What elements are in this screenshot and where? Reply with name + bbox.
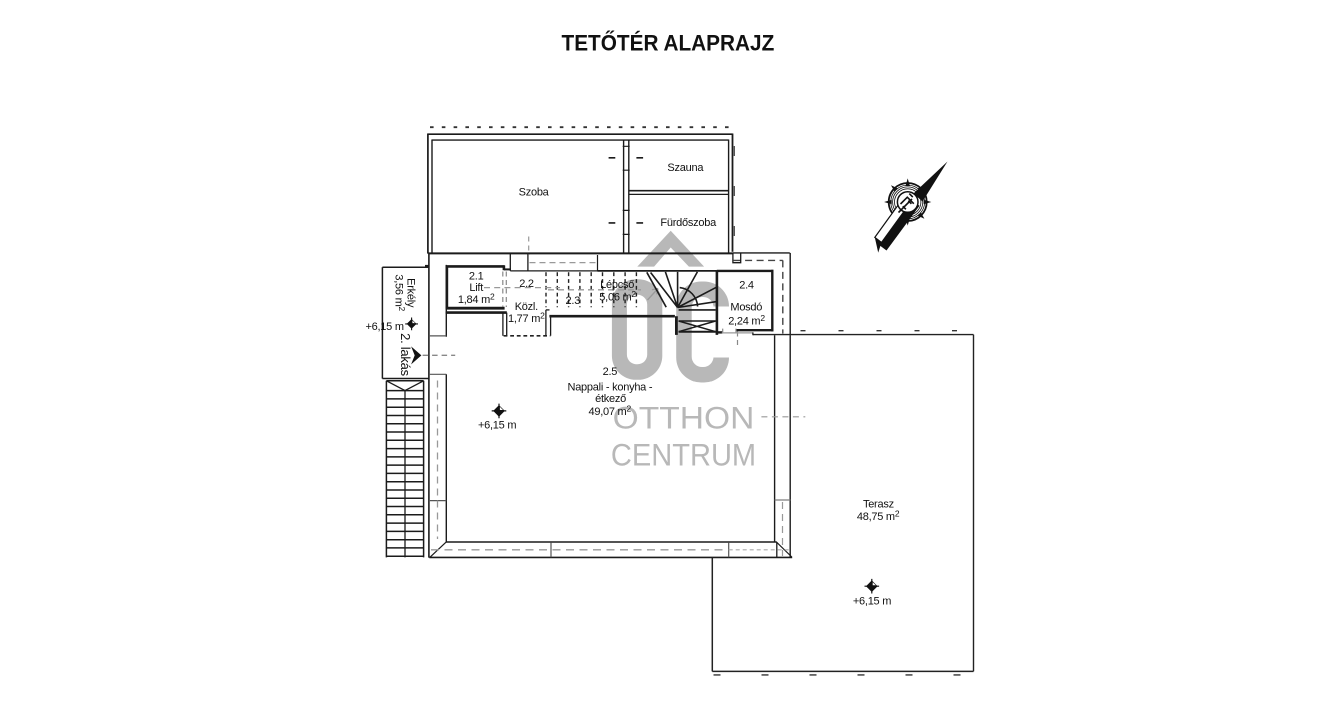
svg-text:Mosdó: Mosdó — [730, 301, 762, 313]
svg-text:+6,15 m: +6,15 m — [365, 321, 403, 333]
svg-text:Fürdőszoba: Fürdőszoba — [660, 217, 717, 229]
svg-text:2.2: 2.2 — [519, 278, 534, 290]
svg-text:Terasz: Terasz — [863, 499, 894, 511]
svg-text:Erkély: Erkély — [405, 278, 417, 308]
svg-text:2,24 m2: 2,24 m2 — [728, 313, 765, 328]
svg-text:2. lakás: 2. lakás — [398, 333, 413, 377]
svg-text:CENTRUM: CENTRUM — [611, 438, 756, 472]
svg-text:2.5: 2.5 — [603, 366, 618, 378]
svg-text:2.1: 2.1 — [469, 270, 484, 282]
svg-text:2.3: 2.3 — [566, 295, 581, 307]
svg-text:étkező: étkező — [595, 393, 626, 405]
svg-text:TETŐTÉR ALAPRAJZ: TETŐTÉR ALAPRAJZ — [562, 30, 775, 56]
svg-text:Lépcső: Lépcső — [600, 279, 634, 291]
svg-text:5,06 m2: 5,06 m2 — [599, 289, 636, 304]
svg-text:2.4: 2.4 — [739, 280, 754, 292]
svg-text:1,77 m2: 1,77 m2 — [508, 311, 545, 326]
svg-text:+6,15 m: +6,15 m — [853, 595, 891, 607]
svg-text:1,84 m2: 1,84 m2 — [458, 291, 495, 306]
svg-text:+6,15 m: +6,15 m — [478, 419, 516, 431]
svg-text:48,75 m2: 48,75 m2 — [857, 508, 900, 523]
svg-text:49,07 m2: 49,07 m2 — [588, 403, 631, 418]
svg-text:3,56 m2: 3,56 m2 — [393, 274, 408, 311]
svg-text:Közl.: Közl. — [515, 301, 538, 313]
svg-text:Lift: Lift — [469, 282, 483, 294]
svg-text:Szoba: Szoba — [519, 186, 550, 198]
svg-text:OTTHON: OTTHON — [613, 400, 755, 435]
svg-text:Nappali - konyha -: Nappali - konyha - — [568, 382, 653, 394]
svg-text:Szauna: Szauna — [667, 162, 704, 174]
